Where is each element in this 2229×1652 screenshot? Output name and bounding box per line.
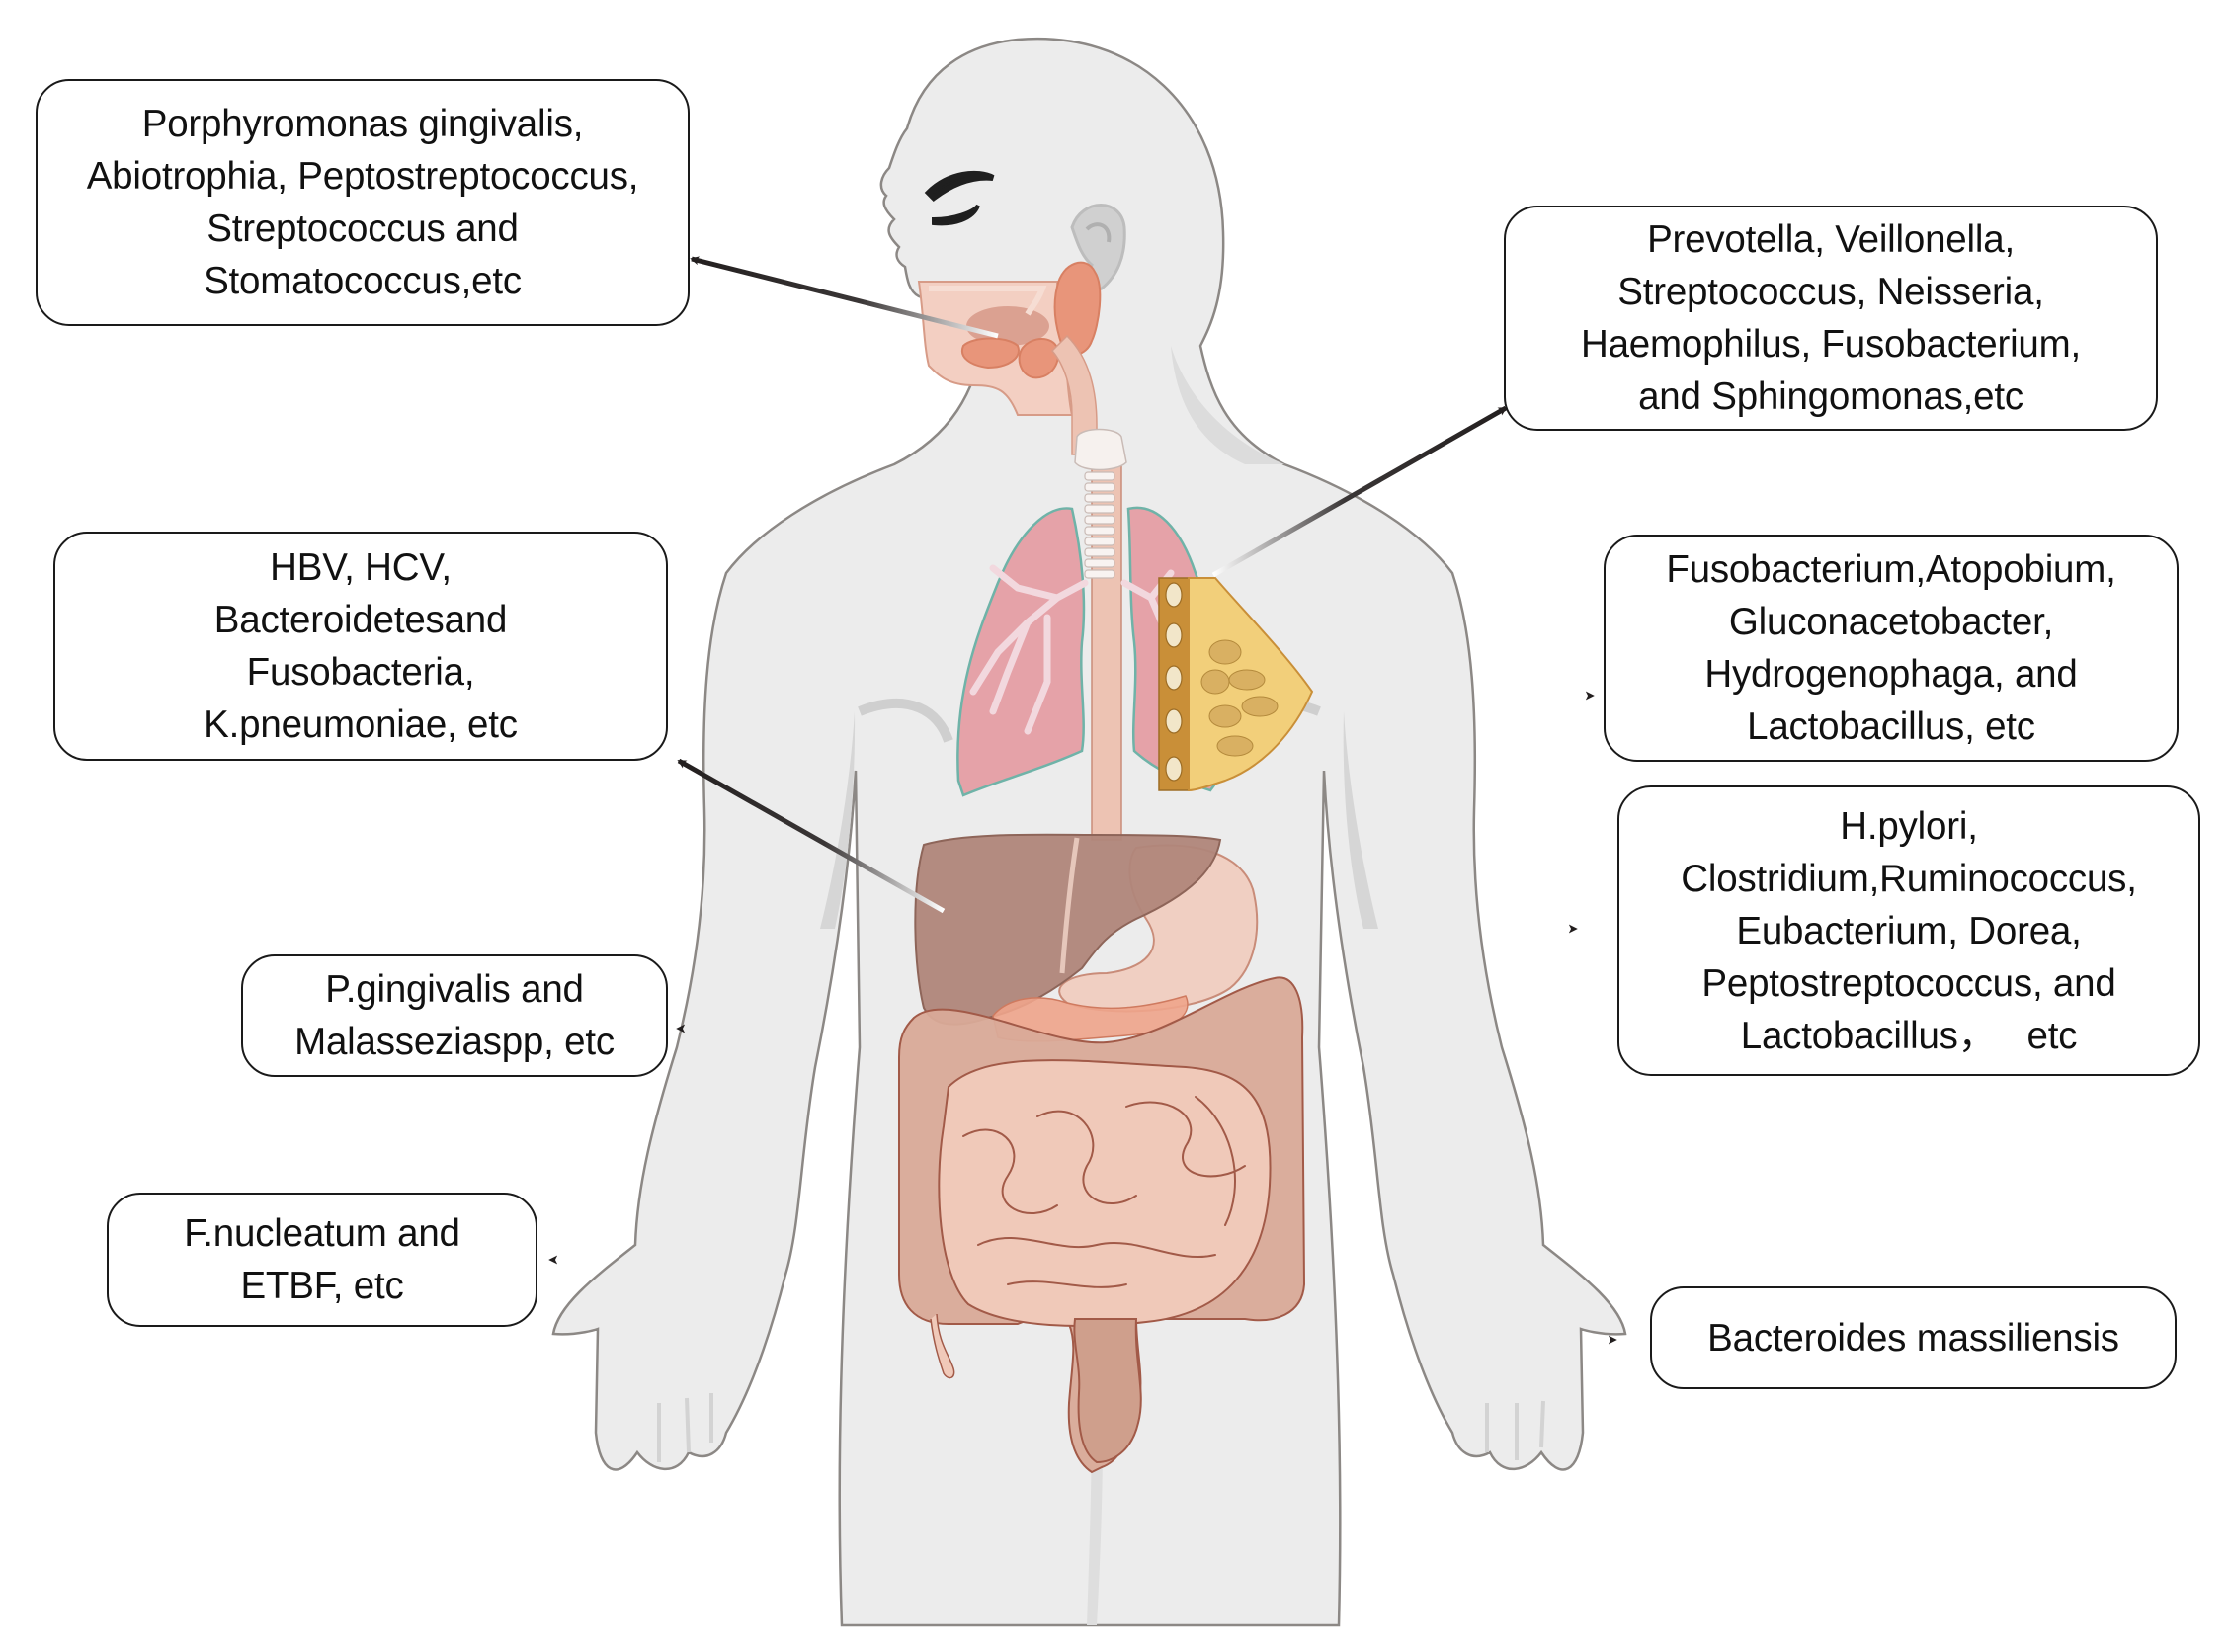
arrow-lung <box>1211 405 1508 578</box>
oral-cavity <box>917 261 1102 455</box>
eyebrow-icon <box>924 170 995 202</box>
label-line: and Sphingomonas,etc <box>1638 375 2023 418</box>
label-line: Bacteroidetesand <box>213 599 508 641</box>
label-line: Stomatococcus,etc <box>204 260 522 302</box>
rectum <box>1073 1318 1142 1464</box>
appendix <box>930 1313 955 1379</box>
label-line: Haemophilus, Fusobacterium, <box>1580 323 2082 366</box>
label-box-liver: HBV, HCV, Bacteroidetesand Fusobacteria,… <box>53 532 668 761</box>
label-line: Abiotrophia, Peptostreptococcus, <box>86 155 639 198</box>
label-line: P.gingivalis and <box>325 968 584 1011</box>
label-line: Prevotella, Veillonella, <box>1647 218 2015 261</box>
label-line: Gluconacetobacter, <box>1728 601 2054 643</box>
pointer-arrows <box>548 256 1617 1345</box>
label-line: K.pneumoniae, etc <box>204 703 518 746</box>
label-line: Porphyromonas gingivalis, <box>141 103 584 145</box>
label-line: Hydrogenophaga, and <box>1704 653 2078 696</box>
label-line: Streptococcus, Neisseria, <box>1617 271 2044 313</box>
label-box-breast: Fusobacterium,Atopobium, Gluconacetobact… <box>1604 535 2179 762</box>
label-line: Malasseziaspp, etc <box>294 1021 615 1063</box>
face <box>924 170 1126 291</box>
label-box-oral: Porphyromonas gingivalis, Abiotrophia, P… <box>36 79 690 326</box>
label-line: Lactobacillus, etc <box>1747 705 2035 748</box>
salivary-gland-submandibular <box>1018 338 1059 379</box>
trachea-esophagus <box>1074 428 1127 841</box>
label-line: ETBF, etc <box>240 1265 404 1307</box>
salivary-gland-sublingual <box>960 337 1020 370</box>
body-outline <box>551 37 1627 1627</box>
label-box-rectum: Bacteroides massiliensis <box>1650 1286 2177 1389</box>
label-line: Peptostreptococcus, and <box>1701 961 2116 1005</box>
label-box-stomach: H.pylori, Clostridium,Ruminococcus, Euba… <box>1617 785 2200 1076</box>
label-box-colon: F.nucleatum and ETBF, etc <box>107 1193 537 1327</box>
label-box-lung: Prevotella, Veillonella, Streptococcus, … <box>1504 206 2158 431</box>
abdomen <box>898 833 1306 1474</box>
larynx-icon <box>1074 428 1127 471</box>
label-line: Clostridium,Ruminococcus, <box>1681 857 2137 900</box>
arrow-oral <box>690 256 999 339</box>
label-box-pancreas: P.gingivalis and Malasseziaspp, etc <box>241 954 668 1077</box>
label-line: Streptococcus and <box>206 207 519 250</box>
arrow-liver <box>677 758 946 914</box>
label-line: Eubacterium, Dorea, <box>1736 909 2082 952</box>
label-line: H.pylori, <box>1840 804 1978 848</box>
label-line: Lactobacillus， etc <box>1740 1014 2078 1057</box>
breast <box>1158 577 1314 792</box>
closed-eye-icon <box>932 204 980 226</box>
ear-icon <box>1070 204 1126 291</box>
label-line: Fusobacterium,Atopobium, <box>1666 548 2116 591</box>
label-line: HBV, HCV, <box>270 546 452 589</box>
salivary-gland-parotid <box>1053 261 1102 356</box>
tongue-icon <box>966 306 1049 346</box>
label-line: F.nucleatum and <box>184 1212 460 1255</box>
trachea-rings <box>1084 471 1115 579</box>
small-intestine <box>938 1059 1272 1328</box>
label-line: Fusobacteria, <box>246 651 475 694</box>
esophagus <box>1091 444 1122 841</box>
label-line: Bacteroides massiliensis <box>1707 1316 2119 1360</box>
